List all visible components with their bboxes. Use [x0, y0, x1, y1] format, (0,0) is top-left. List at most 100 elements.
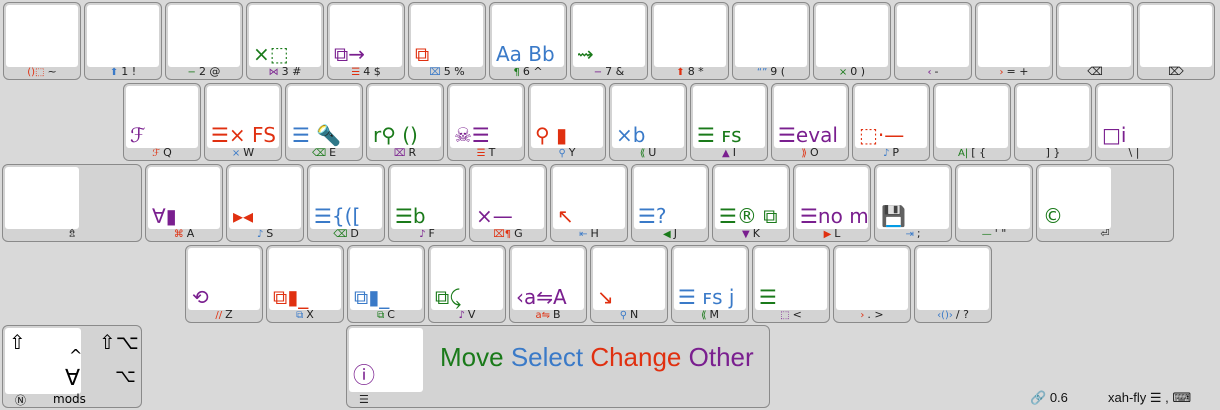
- row1-key-13[interactable]: ⌫: [1056, 2, 1134, 80]
- row3-key-10[interactable]: —' ": [955, 164, 1033, 242]
- row1-key-0[interactable]: ()⬚~: [3, 2, 81, 80]
- row1-key-7[interactable]: ⇝−7 &: [570, 2, 648, 80]
- row2-key-8[interactable]: ☰eval⟫O: [771, 83, 849, 161]
- mods-label: mods: [53, 392, 86, 406]
- row3-key-5[interactable]: ↖⇤H: [550, 164, 628, 242]
- row1-key-14[interactable]: ⌦: [1137, 2, 1215, 80]
- key-glyph: ⧉▮_: [354, 285, 390, 309]
- capslock-key[interactable]: ⇯: [2, 164, 142, 242]
- key-face: [654, 5, 726, 67]
- key-mini-icon: ℱ: [152, 148, 161, 159]
- row2-key-9[interactable]: ⬚·—♪P: [852, 83, 930, 161]
- key-face: ☰× FS: [207, 86, 279, 148]
- row1-key-4[interactable]: ⧉→☰4 $: [327, 2, 405, 80]
- key-mini-icon: ♪: [419, 229, 426, 240]
- key-sub: ☰T: [448, 146, 524, 159]
- key-label: 9 (: [770, 65, 786, 78]
- key-mini-icon: ⚲: [619, 310, 628, 321]
- key-face: [1017, 86, 1089, 148]
- key-glyph: ☰: [759, 285, 777, 309]
- row3-key-11[interactable]: ©⏎: [1036, 164, 1174, 242]
- key-mini-icon: ▲: [722, 148, 730, 159]
- row2-key-1[interactable]: ☰× FS×W: [204, 83, 282, 161]
- key-sub: ⌘A: [146, 227, 222, 240]
- row3-key-0[interactable]: ∀▮⌘A: [145, 164, 223, 242]
- key-mini-icon: ⇥: [905, 229, 914, 240]
- row3-key-3[interactable]: ☰b♪F: [388, 164, 466, 242]
- row4-key-7[interactable]: ☰⬚<: [752, 245, 830, 323]
- row1-key-8[interactable]: ⬆8 *: [651, 2, 729, 80]
- row2-key-4[interactable]: ☠☰☰T: [447, 83, 525, 161]
- key-sub: a⇋B: [510, 308, 586, 321]
- row2-key-12[interactable]: □i\ |: [1095, 83, 1173, 161]
- row4-key-3[interactable]: ⧉⤹♪V: [428, 245, 506, 323]
- key-mini-icon: ×: [231, 148, 241, 159]
- row1-key-12[interactable]: ›= +: [975, 2, 1053, 80]
- row1-key-2[interactable]: −2 @: [165, 2, 243, 80]
- row1-key-5[interactable]: ⧉⌧5 %: [408, 2, 486, 80]
- key-sub: ] }: [1015, 146, 1091, 159]
- key-face: ☰b: [391, 167, 463, 229]
- row1-key-10[interactable]: ×0 ): [813, 2, 891, 80]
- row3-key-4[interactable]: ×—⌧¶G: [469, 164, 547, 242]
- row1-key-9[interactable]: “”9 (: [732, 2, 810, 80]
- key-label: W: [243, 146, 255, 159]
- row3-key-6[interactable]: ☰?◀J: [631, 164, 709, 242]
- row2-key-2[interactable]: ☰ 🔦⌫E: [285, 83, 363, 161]
- row1-key-6[interactable]: Aa Bb¶6 ^: [489, 2, 567, 80]
- key-label: S: [266, 227, 274, 240]
- key-sub: ▲I: [691, 146, 767, 159]
- row1-key-1[interactable]: ⬆1 !: [84, 2, 162, 80]
- row1-key-3[interactable]: ×⬚⋈3 #: [246, 2, 324, 80]
- key-mini-icon: ⟫: [801, 148, 807, 159]
- row2-key-11[interactable]: ] }: [1014, 83, 1092, 161]
- key-label: 7 &: [605, 65, 625, 78]
- key-label: O: [809, 146, 819, 159]
- row4-key-9[interactable]: ‹()›/ ?: [914, 245, 992, 323]
- key-glyph: ☰ ꜰs j: [678, 285, 735, 309]
- mods-key[interactable]: ⇧ ^ ∀ ⇧⌥ ⌥ Ⓝ mods: [2, 325, 142, 408]
- row4-key-8[interactable]: ›. >: [833, 245, 911, 323]
- key-face: ☰{([: [310, 167, 382, 229]
- row3-key-2[interactable]: ☰{([⌫D: [307, 164, 385, 242]
- row4-key-1[interactable]: ⧉▮_⧉X: [266, 245, 344, 323]
- space-key[interactable]: ⓘ ☰: [346, 325, 770, 408]
- key-glyph: ×b: [616, 123, 646, 147]
- row2-key-10[interactable]: A|[ {: [933, 83, 1011, 161]
- key-label: ⏎: [1100, 227, 1110, 240]
- row2-key-5[interactable]: ⚲ ▮⚲Y: [528, 83, 606, 161]
- row2-key-3[interactable]: r⚲ ()⌧R: [366, 83, 444, 161]
- key-glyph: r⚲ (): [373, 123, 418, 147]
- key-label: 5 %: [443, 65, 465, 78]
- row3-key-1[interactable]: ▸◂♪S: [226, 164, 304, 242]
- row4-key-2[interactable]: ⧉▮_⧉C: [347, 245, 425, 323]
- row4-key-5[interactable]: ↘⚲N: [590, 245, 668, 323]
- key-sub: ×W: [205, 146, 281, 159]
- row4-key-6[interactable]: ☰ ꜰs j⟪M: [671, 245, 749, 323]
- row3-key-9[interactable]: 💾⇥;: [874, 164, 952, 242]
- row1-key-11[interactable]: ‹-: [894, 2, 972, 80]
- key-face: ☰: [755, 248, 827, 310]
- key-label: E: [329, 146, 337, 159]
- row3-key-7[interactable]: ☰® ⧉▼K: [712, 164, 790, 242]
- row2-key-6[interactable]: ×b⟪U: [609, 83, 687, 161]
- key-label: -: [934, 65, 939, 78]
- key-face: ▸◂: [229, 167, 301, 229]
- key-mini-icon: ⇤: [579, 229, 588, 240]
- key-glyph: ☰b: [395, 204, 426, 228]
- key-glyph: ☰{([: [314, 204, 361, 228]
- key-label: Q: [163, 146, 172, 159]
- key-glyph: ☰?: [638, 204, 667, 228]
- row2-key-7[interactable]: ☰ ꜰs▲I: [690, 83, 768, 161]
- key-glyph: ↖: [557, 204, 574, 228]
- key-sub: ⟪U: [610, 146, 686, 159]
- key-face: [936, 86, 1008, 148]
- key-mini-icon: ⬆: [676, 67, 685, 78]
- key-face: ⧉▮_: [350, 248, 422, 310]
- row4-key-0[interactable]: ⟲//Z: [185, 245, 263, 323]
- key-label: T: [488, 146, 496, 159]
- key-label: . >: [867, 308, 884, 321]
- row3-key-8[interactable]: ☰no modif▶L: [793, 164, 871, 242]
